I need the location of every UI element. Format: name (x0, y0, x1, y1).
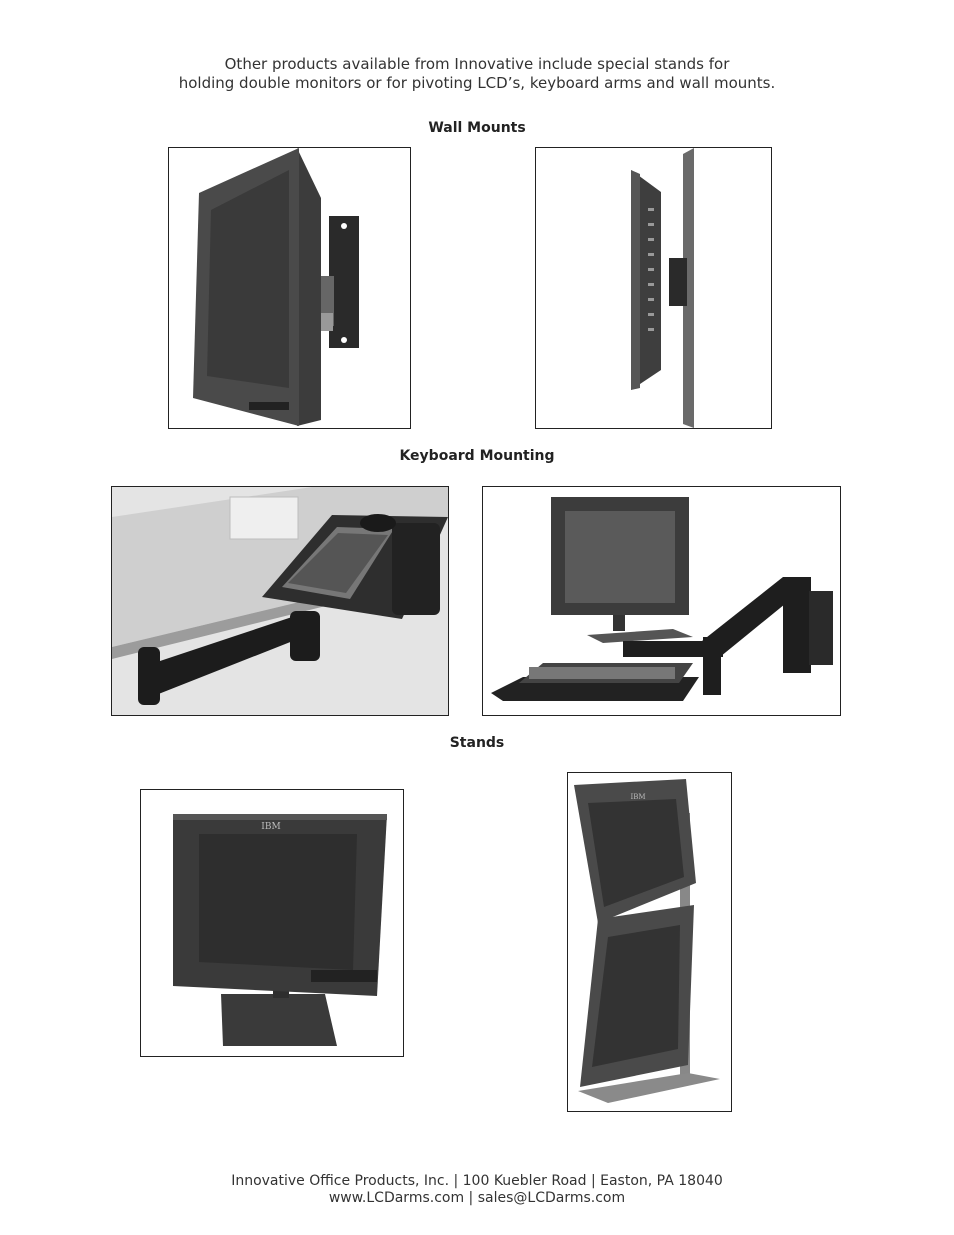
keyboard-arm-monitor-photo (482, 486, 841, 716)
keyboard-arm-desk-illustration (112, 487, 448, 715)
monitor-logo: IBM (261, 822, 280, 832)
footer-address: Innovative Office Products, Inc. | 100 K… (231, 1173, 723, 1189)
footer-contact: www.LCDarms.com | sales@LCDarms.com (328, 1190, 626, 1206)
single-monitor-stand-illustration: IBM (173, 814, 387, 1046)
intro-line-2: holding double monitors or for pivoting … (178, 74, 776, 92)
wall-mount-front-illustration (193, 148, 359, 426)
footer: Innovative Office Products, Inc. | 100 K… (0, 1173, 954, 1207)
section-title-stands: Stands (449, 735, 505, 751)
dual-monitor-stand-illustration: IBM (574, 779, 720, 1103)
section-title-keyboard-mounting: Keyboard Mounting (399, 448, 555, 464)
wall-mount-front-photo (168, 147, 411, 429)
single-monitor-stand-photo: IBM (140, 789, 404, 1057)
wall-mount-side-photo (535, 147, 772, 429)
intro-text: Other products available from Innovative… (0, 55, 954, 93)
intro-line-1: Other products available from Innovative… (224, 55, 730, 73)
wall-mount-side-illustration (631, 148, 694, 428)
keyboard-arm-desk-photo (111, 486, 449, 716)
dual-monitor-stand-photo: IBM (567, 772, 732, 1112)
section-title-wall-mounts: Wall Mounts (428, 120, 526, 136)
upper-monitor-logo: IBM (630, 793, 645, 801)
keyboard-arm-monitor-illustration (491, 497, 833, 701)
